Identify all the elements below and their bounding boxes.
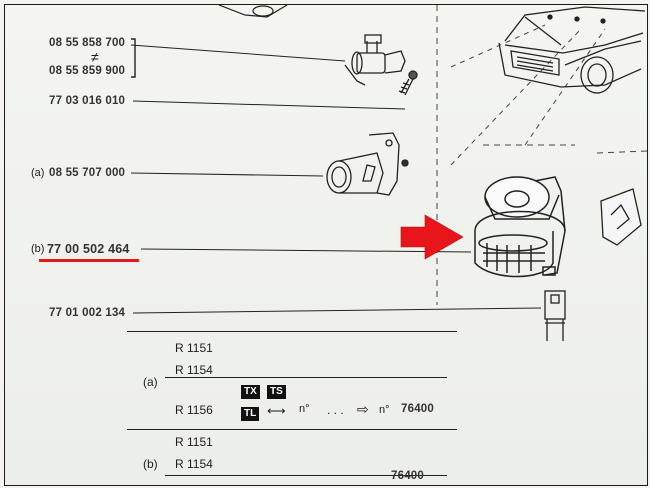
table-a-model-3: R 1156 [175, 403, 213, 417]
table-a-model-2: R 1154 [175, 363, 213, 377]
bracket-drawing [600, 188, 642, 246]
table-b-model-2: R 1154 [175, 457, 213, 471]
serial-number: 76400 [401, 403, 434, 415]
leader-line-row5 [132, 307, 542, 314]
part-number-row5: 77 01 002 134 [49, 307, 126, 319]
badge-ts: TS [267, 385, 286, 399]
pointer-arrow [400, 214, 464, 260]
top-part-drawing [218, 5, 288, 18]
part-number-row1a: 08 55 858 700 [49, 37, 126, 49]
catalog-page: { "parts": { "row1_a": "08 55 858 700", … [4, 4, 648, 486]
table-a-model-1: R 1151 [175, 341, 213, 355]
range-icon: ⟷ [267, 403, 286, 418]
switch-housing-drawing [344, 34, 406, 86]
serial-prefix: n° [299, 403, 310, 415]
serial-arrow-prefix: n° [379, 404, 390, 416]
badge-tx: TX [241, 385, 260, 399]
leader-line-row4 [140, 248, 472, 253]
table-rule-mid [127, 429, 457, 430]
table-rule-top [127, 331, 457, 332]
part-number-row3: 08 55 707 000 [49, 167, 126, 179]
part-number-row2: 77 03 016 010 [49, 95, 126, 107]
leader-line-row1 [130, 44, 346, 62]
table-b-label: (b) [143, 457, 158, 471]
not-equal-sign: ≠ [91, 49, 99, 65]
leader-line-row2 [132, 100, 406, 110]
car-drawing [498, 6, 646, 94]
parts-diagram [39, 5, 647, 341]
arrow-right-icon: ⇨ [357, 401, 369, 417]
table-b-serial-number: 76400 [391, 470, 424, 482]
part-number-row4: 77 00 502 464 [47, 242, 130, 256]
part-number-row1b: 08 55 859 900 [49, 65, 126, 77]
table-b-model-1: R 1151 [175, 435, 213, 449]
badge-tl: TL [241, 407, 260, 421]
clamp-holder-drawing [474, 176, 566, 278]
serial-dots: . . . [327, 403, 344, 417]
table-a-label: (a) [143, 375, 158, 389]
lamp-socket-drawing [326, 132, 409, 196]
highlight-underline [39, 259, 139, 262]
screw-drawing [398, 70, 418, 96]
variant-label-a: (a) [31, 167, 45, 179]
leader-line-row3 [130, 172, 324, 177]
connector-drawing [544, 290, 566, 341]
variant-label-b: (b) [31, 243, 45, 255]
